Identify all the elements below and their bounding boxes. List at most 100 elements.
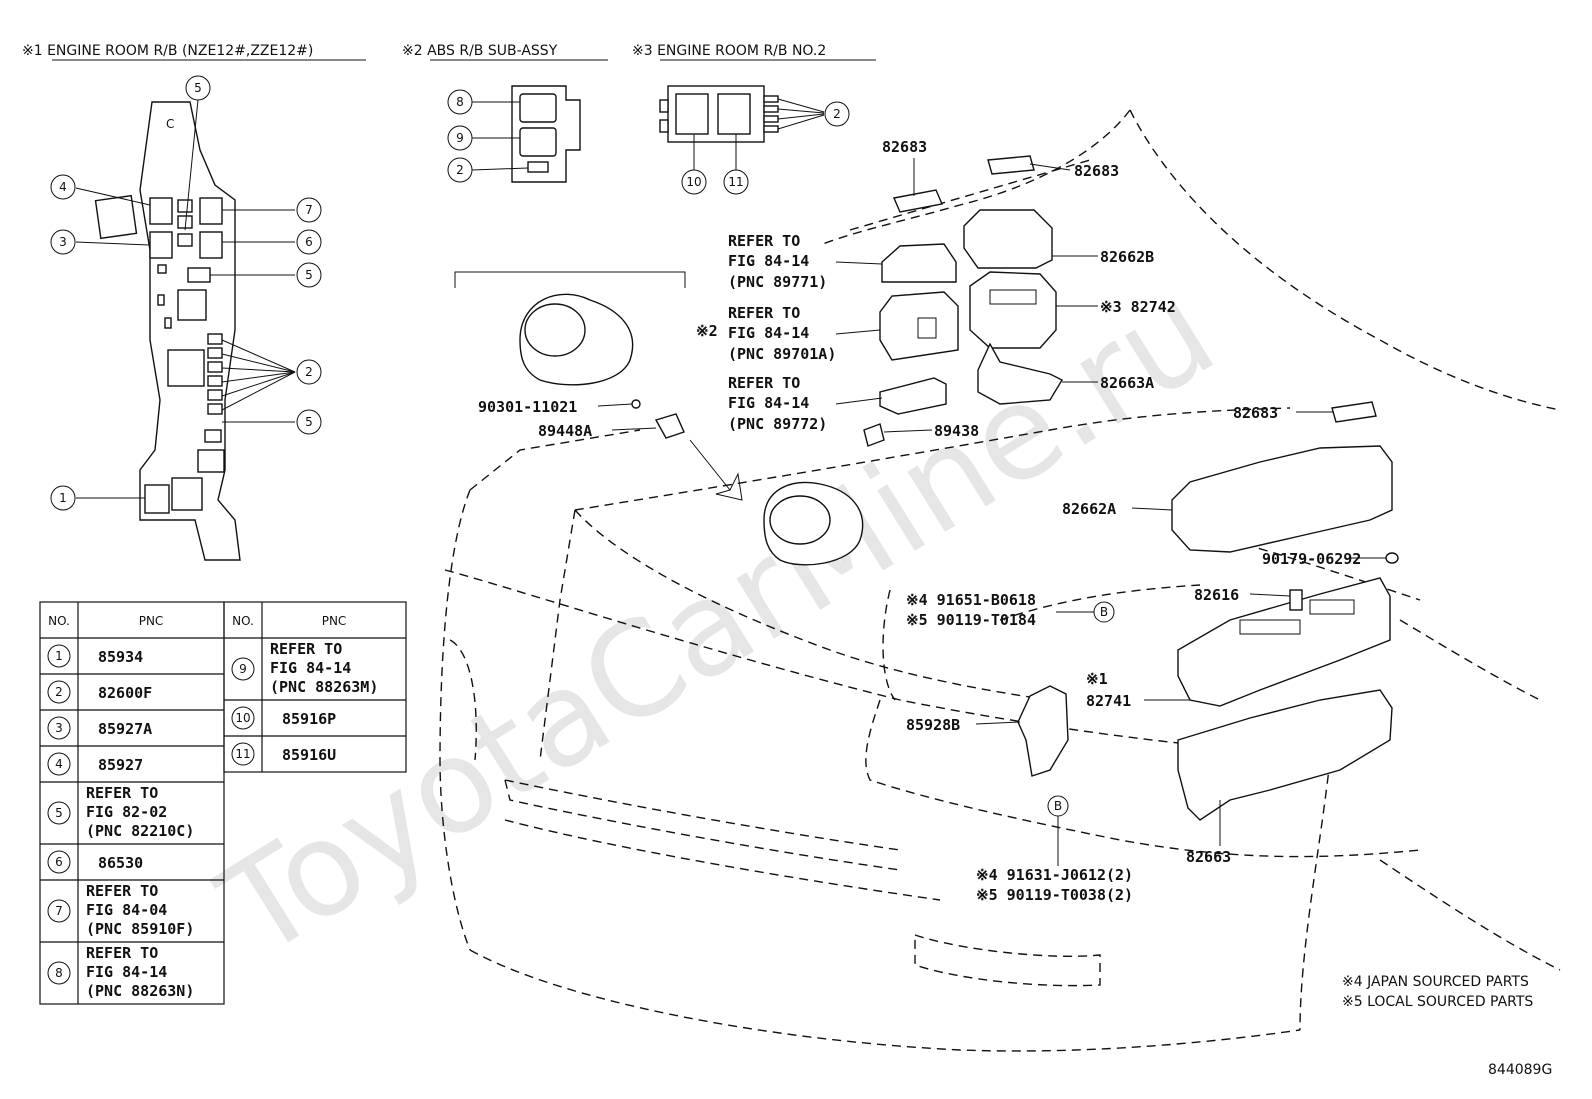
label-91631-j0612: ※4 91631-J0612(2) [976,866,1133,884]
svg-text:10: 10 [686,175,701,189]
label-82683-c: 82683 [1233,404,1278,422]
callout-5-top: 5 [185,75,211,101]
table-row-number-circle [231,742,255,766]
table-row-number: 9 [239,662,247,676]
label-82663a: 82663A [1100,374,1154,392]
svg-text:7: 7 [305,203,313,217]
relay-cover-89772 [879,377,947,415]
table-row-number: 2 [55,685,63,699]
abs-relay-block [511,85,581,183]
table-row-number: 4 [55,757,63,771]
svg-text:C: C [166,117,174,131]
detail-bracket [454,271,686,288]
svg-text:4: 4 [59,180,67,194]
table-row-number: 8 [55,966,63,980]
label-82616: 82616 [1194,586,1239,604]
svg-text:1: 1 [59,491,67,505]
table-row-number-circle [231,706,255,730]
callout-4: 4 [50,174,76,200]
callout-6: 6 [296,229,322,255]
svg-text:3: 3 [59,235,67,249]
svg-text:8: 8 [456,95,464,109]
engine-room-relay-block: C [94,101,241,561]
refer3-line1: REFER TO [728,374,800,392]
fuse-82616 [1289,589,1303,611]
refer3-line3: (PNC 89772) [728,415,827,433]
callout-2-left: 2 [296,359,322,385]
svg-text:6: 6 [305,235,313,249]
table-row-number: 5 [55,806,63,820]
table-left-frame [39,601,225,1005]
table-row-pnc: REFER TO [86,882,158,900]
table-row-number: 11 [235,747,250,761]
figure-id: 844089G [1488,1062,1552,1078]
bolt-b-lower: B [1047,795,1069,817]
label-82662a: 82662A [1062,500,1116,518]
table-row-pnc: FIG 84-04 [86,901,167,919]
label-82742: ※3 82742 [1100,298,1176,316]
table-row-pnc: (PNC 88263N) [86,982,194,1000]
table-row-pnc: 85916P [282,710,336,728]
table-row-pnc: FIG 84-14 [86,963,167,981]
table-row-number: 10 [235,711,250,725]
table-row-number-circle [47,899,71,923]
fuse-cover-82683-b [987,155,1035,175]
clip-85928b [1017,685,1069,777]
svg-text:5: 5 [194,81,202,95]
table-row-number-circle [47,680,71,704]
svg-text:9: 9 [456,131,464,145]
relay-block-82741 [1177,577,1391,707]
callout-2-no2: 2 [824,101,850,127]
table-right-header-no: NO. [232,614,254,628]
callout-5-mid: 5 [296,262,322,288]
table-row-pnc: 86530 [98,854,143,872]
label-82683-a: 82683 [882,138,927,156]
label-90119-t0038: ※5 90119-T0038(2) [976,886,1133,904]
relay-block-82742 [969,271,1057,349]
label-91651-b0618: ※4 91651-B0618 [906,591,1036,609]
label-82662b: 82662B [1100,248,1154,266]
table-right-frame [223,601,407,773]
svg-text:5: 5 [305,415,313,429]
callout-1: 1 [50,485,76,511]
relay-89701a [879,291,959,361]
legend-japan-sourced: ※4 JAPAN SOURCED PARTS [1342,974,1529,990]
table-row-number: 6 [55,855,63,869]
table-row-pnc: (PNC 85910F) [86,920,194,938]
refer3-line2: FIG 84-14 [728,394,809,412]
relay-box-lower-82663 [1177,689,1393,821]
callout-8: 8 [447,89,473,115]
label-82683-b: 82683 [1074,162,1119,180]
table-row-pnc: FIG 82-02 [86,803,167,821]
relay-box-cover-82662a [1171,445,1393,553]
table-row-number-circle [47,752,71,776]
table-right-header-pnc: PNC [322,614,347,628]
horn-89448a [519,293,685,439]
horn-89438 [763,423,885,566]
table-row-pnc: 82600F [98,684,152,702]
refer1-line2: FIG 84-14 [728,252,809,270]
label-85928b: 85928B [906,716,960,734]
label-90119-t0184: ※5 90119-T0184 [906,611,1036,629]
label-90179-06292: 90179-06292 [1262,550,1361,568]
table-row-pnc: (PNC 88263M) [270,678,378,696]
svg-text:2: 2 [833,107,841,121]
table-left-header-pnc: PNC [139,614,164,628]
svg-text:11: 11 [728,175,743,189]
svg-text:2: 2 [456,163,464,177]
table-row-number: 3 [55,721,63,735]
refer2-line1: REFER TO [728,304,800,322]
table-row-pnc: (PNC 82210C) [86,822,194,840]
label-82741-mark: ※1 [1086,670,1108,688]
svg-text:2: 2 [305,365,313,379]
table-row-number-circle [231,657,255,681]
callout-10: 10 [681,169,707,195]
table-row-pnc: 85927 [98,756,143,774]
table-row-pnc: 85934 [98,648,143,666]
label-82663: 82663 [1186,848,1231,866]
refer1-line1: REFER TO [728,232,800,250]
refer2-line3: (PNC 89701A) [728,345,836,363]
arrow-detail [689,439,743,501]
label-89448a: 89448A [538,422,592,440]
